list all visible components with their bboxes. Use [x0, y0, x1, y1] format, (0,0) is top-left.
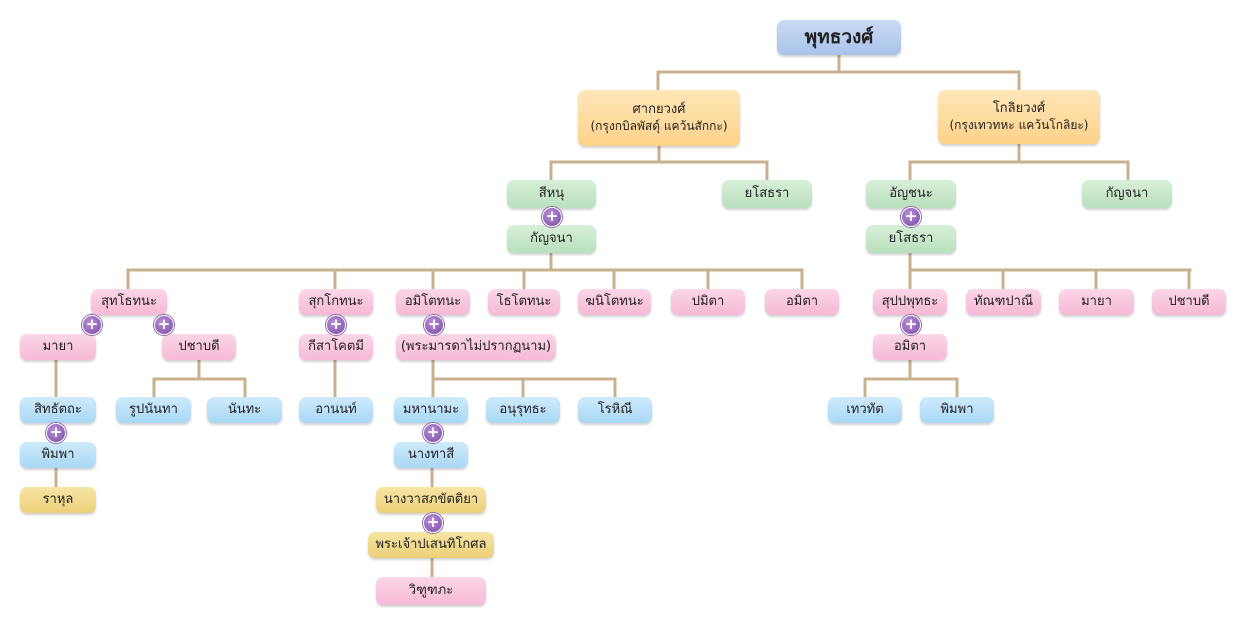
person-label: โธโตทนะ	[496, 293, 552, 309]
person-label: สุทโธทนะ	[101, 293, 157, 309]
person-node-ghanitodana: ฆนิโตทนะ	[578, 289, 651, 315]
person-label: กีสาโคตมี	[308, 338, 364, 354]
person-label: กัญจนา	[1105, 185, 1149, 201]
marriage-plus-icon: +	[326, 315, 346, 335]
person-node-yasodhara-koliya: ยโสธรา	[866, 225, 956, 253]
person-label: อานนท์	[315, 401, 357, 417]
person-label: ปชาบดี	[1168, 293, 1210, 309]
person-label: สุกโกทนะ	[308, 293, 364, 309]
person-label: นางวาสภขัตติยา	[383, 491, 479, 507]
person-node-maya-sakya: มายา	[20, 334, 96, 360]
root-label: พุทธวงศ์	[804, 25, 874, 48]
person-node-kanjana-sakya: กัญจนา	[507, 225, 596, 253]
person-node-vasabhakhattiya: นางวาสภขัตติยา	[376, 487, 486, 513]
person-node-kisagotami: กีสาโคตมี	[299, 334, 373, 360]
person-node-suddhodana: สุทโธทนะ	[91, 289, 167, 315]
person-node-nanda: นันทะ	[207, 397, 282, 423]
person-label: รูปนันทา	[129, 401, 178, 417]
person-node-nang-dasi: นางทาสี	[394, 442, 468, 468]
person-label: ราหุล	[42, 491, 74, 507]
person-label: กัญจนา	[530, 230, 573, 246]
branch-node-koliya: โกลิยวงศ์ (กรุงเทวทหะ แคว้นโกลิยะ)	[938, 90, 1100, 144]
person-label: ยโสธรา	[888, 230, 934, 246]
person-label: วิฑูฑภะ	[408, 582, 454, 598]
person-node-rohini: โรหิณี	[578, 397, 652, 423]
person-node-pajapati-sakya: ปชาบดี	[162, 334, 236, 360]
marriage-plus-icon: +	[542, 207, 562, 227]
person-node-anuruddha: อนุรุทธะ	[486, 397, 560, 423]
person-node-pasenadi: พระเจ้าปเสนทิโกศล	[368, 532, 494, 558]
person-label: (พระมารดาไม่ปรากฏนาม)	[400, 338, 552, 354]
marriage-plus-icon: +	[423, 513, 443, 533]
person-label: อนุรุทธะ	[499, 401, 547, 417]
person-label: ปชาบดี	[178, 338, 220, 354]
branch-sakya-name: ศากยวงศ์	[632, 102, 686, 118]
person-label: พิมพา	[41, 446, 75, 462]
marriage-plus-icon: +	[424, 315, 444, 335]
person-label: สิทธัตถะ	[34, 401, 82, 417]
person-node-bimba-koliya: พิมพา	[920, 397, 994, 423]
person-label: ทัณฑปาณี	[973, 293, 1034, 309]
marriage-plus-icon: +	[46, 423, 66, 443]
person-node-siddhattha: สิทธัตถะ	[20, 397, 96, 423]
person-label: อมิตา	[785, 293, 819, 309]
person-node-dandapani: ทัณฑปาณี	[966, 289, 1041, 315]
marriage-plus-icon: +	[154, 315, 174, 335]
person-label: โรหิณี	[597, 401, 633, 417]
person-node-amitodana: อมิโตทนะ	[396, 289, 470, 315]
person-node-maya-koliya: มายา	[1059, 289, 1134, 315]
person-label: ฆนิโตทนะ	[585, 293, 644, 309]
person-label: มายา	[42, 338, 74, 354]
person-label: อมิโตทนะ	[404, 293, 462, 309]
root-node-buddha-lineage: พุทธวงศ์	[777, 20, 901, 55]
person-node-pamita: ปมิตา	[671, 289, 745, 315]
person-node-vidudabha: วิฑูฑภะ	[376, 577, 486, 605]
person-label: เทวทัต	[846, 401, 884, 417]
person-node-rahula: ราหุล	[20, 487, 96, 513]
branch-node-sakya: ศากยวงศ์ (กรุงกบิลพัสดุ์ แคว้นสักกะ)	[578, 90, 740, 146]
person-node-anjana: อัญชนะ	[866, 180, 956, 208]
person-node-suppabuddha: สุปปพุทธะ	[873, 289, 947, 315]
marriage-plus-icon: +	[82, 315, 102, 335]
person-node-devadatta: เทวทัต	[828, 397, 902, 423]
person-label: พระเจ้าปเสนทิโกศล	[375, 536, 487, 552]
person-node-pajapati-koliya: ปชาบดี	[1152, 289, 1226, 315]
person-node-sihanu: สีหนุ	[507, 180, 596, 208]
person-label: มหานามะ	[402, 401, 460, 417]
branch-koliya-name: โกลิยวงศ์	[992, 101, 1046, 117]
person-label: สุปปพุทธะ	[881, 293, 939, 309]
person-node-sukkodana: สุกโกทนะ	[299, 289, 373, 315]
person-node-kanjana-koliya: กัญจนา	[1082, 180, 1172, 208]
person-label: อมิตา	[893, 338, 927, 354]
person-node-unknown-mother: (พระมารดาไม่ปรากฏนาม)	[396, 334, 556, 360]
marriage-plus-icon: +	[901, 315, 921, 335]
person-label: มายา	[1081, 293, 1112, 309]
person-label: พิมพา	[940, 401, 974, 417]
person-label: นางทาสี	[407, 446, 455, 462]
person-node-amita-sakya: อมิตา	[765, 289, 839, 315]
person-node-mahanama: มหานามะ	[394, 397, 468, 423]
person-node-yasodhara-sakya: ยโสธรา	[722, 180, 812, 208]
person-node-rupananda: รูปนันทา	[116, 397, 191, 423]
person-node-dhotodana: โธโตทนะ	[488, 289, 560, 315]
branch-sakya-note: (กรุงกบิลพัสดุ์ แคว้นสักกะ)	[590, 118, 728, 133]
person-node-bimba-sakya: พิมพา	[20, 442, 96, 468]
person-label: อัญชนะ	[889, 185, 933, 201]
person-label: ยโสธรา	[744, 185, 790, 201]
marriage-plus-icon: +	[423, 423, 443, 443]
person-node-ananda: อานนท์	[299, 397, 373, 423]
person-label: ปมิตา	[691, 293, 725, 309]
person-label: สีหนุ	[538, 185, 565, 201]
marriage-plus-icon: +	[901, 207, 921, 227]
person-node-amita-koliya: อมิตา	[873, 334, 947, 360]
person-label: นันทะ	[227, 401, 262, 417]
branch-koliya-note: (กรุงเทวทหะ แคว้นโกลิยะ)	[949, 117, 1089, 132]
